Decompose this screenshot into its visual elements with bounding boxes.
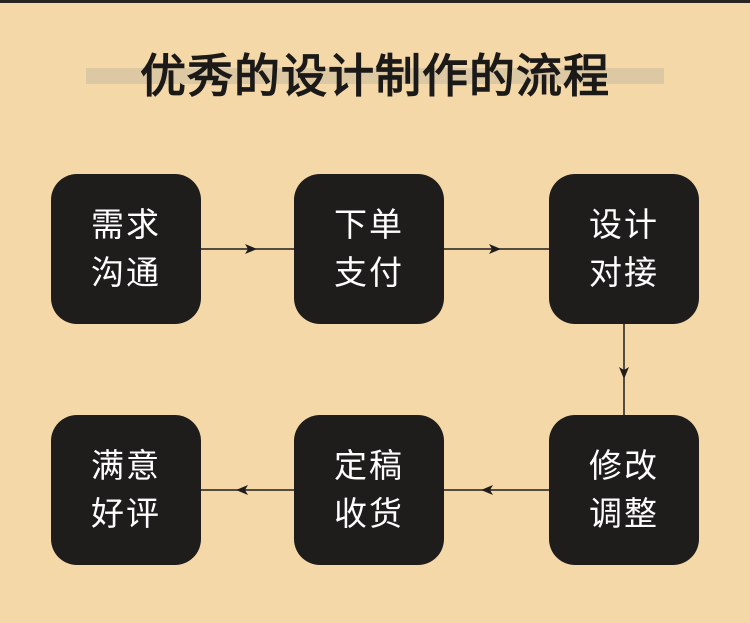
step-label-line1: 下单 [334, 205, 404, 244]
step-label-line2: 收货 [334, 494, 404, 533]
step-label-line2: 对接 [589, 253, 659, 292]
step-label-line1: 满意 [91, 446, 161, 485]
step-label-line1: 需求 [91, 205, 161, 244]
step-label-line2: 调整 [589, 494, 659, 533]
step-label-line2: 沟通 [91, 253, 161, 292]
top-border-line [0, 0, 750, 3]
step-node-design-docking: 设计 对接 [549, 174, 699, 324]
title-underline-bar [86, 68, 664, 84]
page-title: 优秀的设计制作的流程 [140, 49, 610, 103]
step-node-requirement: 需求 沟通 [51, 174, 201, 324]
step-label-line1: 修改 [589, 446, 659, 485]
step-label-line2: 支付 [334, 253, 404, 292]
step-node-order-payment: 下单 支付 [294, 174, 444, 324]
step-label-line2: 好评 [91, 494, 161, 533]
step-node-revision: 修改 调整 [549, 415, 699, 565]
step-label-line1: 定稿 [334, 446, 404, 485]
step-label-line1: 设计 [589, 205, 659, 244]
step-node-satisfied-review: 满意 好评 [51, 415, 201, 565]
step-node-finalize-delivery: 定稿 收货 [294, 415, 444, 565]
